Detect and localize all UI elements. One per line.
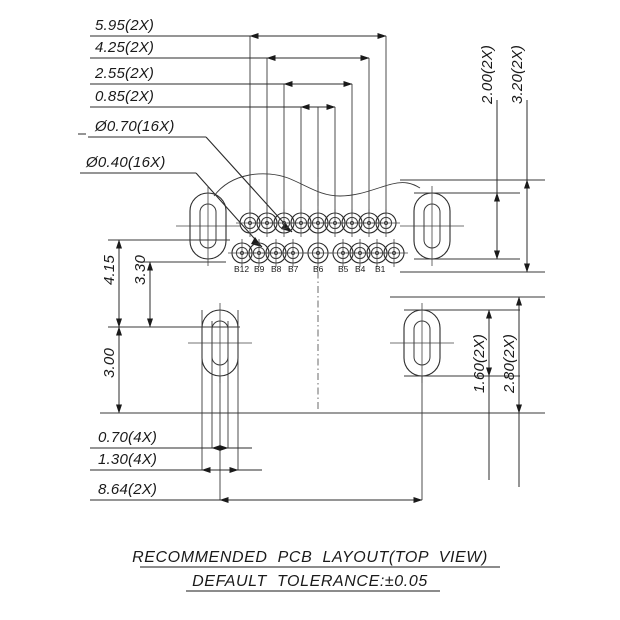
pin-label-b7: B7 <box>288 264 299 274</box>
pin-label-b4: B4 <box>355 264 366 274</box>
callout-label-dia-070: Ø0.70(16X) <box>94 118 175 135</box>
mounting-pad-upper-left <box>176 186 240 266</box>
dimension-label-4-15: 4.15 <box>101 255 118 285</box>
dimension-label-0-85: 0.85(2X) <box>95 88 154 105</box>
pad-row-bottom <box>228 239 408 267</box>
dimension-label-4-25: 4.25(2X) <box>95 39 154 56</box>
dimension-label-1-60: 1.60(2X) <box>471 334 488 393</box>
break-line-wavy <box>213 173 421 197</box>
pin-label-b5: B5 <box>338 264 349 274</box>
callout-label-dia-040: Ø0.40(16X) <box>85 154 166 171</box>
dimension-label-3-20: 3.20(2X) <box>509 45 526 104</box>
mounting-pad-upper-right <box>400 186 464 266</box>
dimension-label-2-00: 2.00(2X) <box>479 45 496 105</box>
pad <box>304 239 332 267</box>
pin-label-b8: B8 <box>271 264 282 274</box>
drawing-title-line1: RECOMMENDED PCB LAYOUT(TOP VIEW) <box>132 549 488 566</box>
pad-row-top <box>236 209 400 237</box>
pad-array <box>228 209 408 267</box>
dimension-label-1-30: 1.30(4X) <box>98 451 157 468</box>
dimension-label-3-30: 3.30 <box>132 255 149 285</box>
pad <box>380 239 408 267</box>
pad <box>279 239 307 267</box>
pad <box>372 209 400 237</box>
drawing-title-line2: DEFAULT TOLERANCE:±0.05 <box>192 573 428 590</box>
pin-label-b12: B12 <box>234 264 249 274</box>
pin-label-b9: B9 <box>254 264 265 274</box>
callout-leader-dia-040 <box>80 172 263 248</box>
pin-label-b1: B1 <box>375 264 386 274</box>
dimension-label-2-55: 2.55(2X) <box>94 65 154 82</box>
bottom-extension-lines <box>100 310 450 500</box>
dimension-label-8-64: 8.64(2X) <box>98 481 157 498</box>
dimension-label-5-95: 5.95(2X) <box>95 17 154 34</box>
right-extension-lines-lower <box>390 296 545 414</box>
dimension-label-0-70: 0.70(4X) <box>98 429 157 446</box>
mounting-pad-lower-right <box>390 303 454 383</box>
mounting-pad-lower-left <box>188 303 252 383</box>
pin-label-b6: B6 <box>313 264 324 274</box>
right-extension-lines-upper <box>400 179 545 273</box>
dimension-label-3-00: 3.00 <box>101 348 118 378</box>
pad <box>270 209 298 237</box>
pin-label-group: B12 B9 B8 B7 B6 B5 B4 B1 <box>234 264 386 274</box>
dimension-label-2-80: 2.80(2X) <box>501 334 518 394</box>
